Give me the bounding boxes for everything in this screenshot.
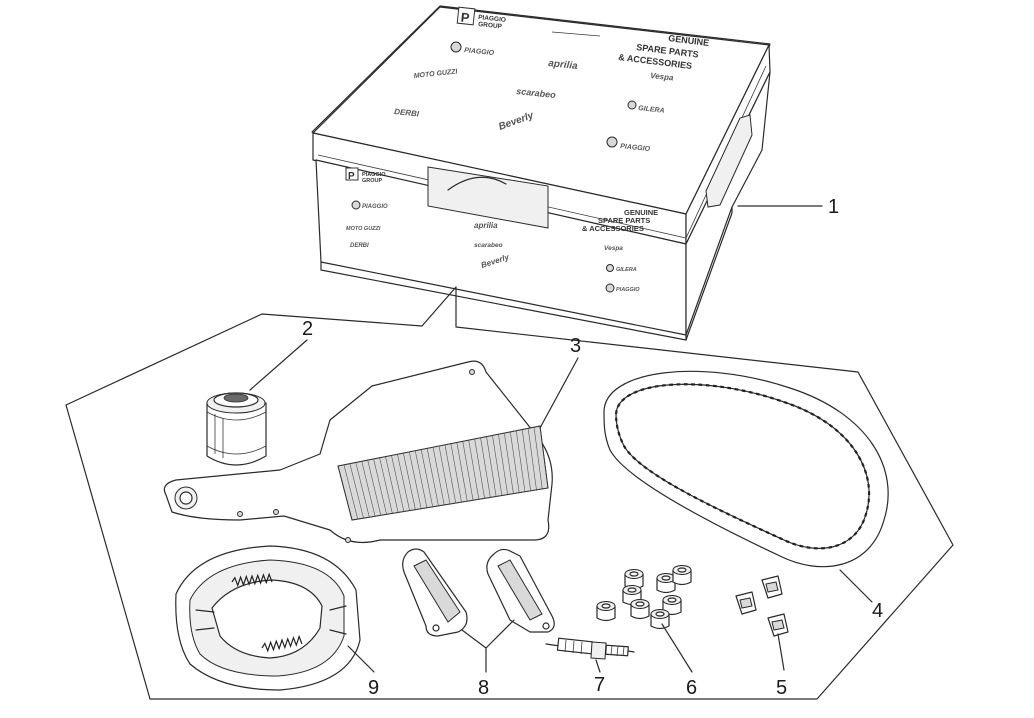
callout-1: 1 (828, 196, 839, 218)
side-title-line1: GENUINE (624, 208, 658, 217)
brake-shoe-icon (175, 545, 361, 691)
lid-brand-scarabeo: scarabeo (516, 86, 557, 100)
lid-brand-piaggio-2: PIAGGIO (620, 143, 651, 153)
kit-box-icon: P PIAGGIO GROUP GENUINE SPARE PARTS & AC… (311, 5, 771, 341)
lid-title-line1: GENUINE (668, 33, 710, 48)
front-brand-moto-guzzi: MOTO GUZZI (346, 226, 381, 232)
lid-brand-piaggio: PIAGGIO (464, 47, 495, 57)
lid-group-label-line2: GROUP (478, 21, 503, 31)
callout-7: 7 (594, 674, 605, 696)
lid-brand-vespa: Vespa (650, 71, 675, 82)
front-brand-scarabeo: scarabeo (474, 242, 503, 249)
slider-icon (735, 575, 789, 637)
kit-outline (65, 286, 954, 700)
callout-9: 9 (368, 677, 379, 699)
side-title-line2: SPARE PARTS (598, 216, 650, 225)
front-group-line1: PIAGGIO (362, 172, 386, 178)
callout-6: 6 (686, 677, 697, 699)
drive-belt-icon (603, 370, 889, 568)
callout-4: 4 (872, 600, 883, 622)
callout-2: 2 (302, 318, 313, 340)
front-brand-piaggio-2: PIAGGIO (616, 287, 640, 293)
lid-brand-aprilia: aprilia (548, 58, 579, 72)
callout-8: 8 (478, 677, 489, 699)
side-title-line3: & ACCESSORIES (582, 224, 644, 233)
brake-pad-icon (402, 548, 555, 637)
front-brand-piaggio: PIAGGIO (362, 204, 388, 210)
leader-line-5 (777, 633, 785, 671)
lid-group-label-line1: PIAGGIO (478, 14, 506, 24)
leader-line-9 (347, 645, 375, 673)
leader-line-3 (539, 357, 579, 429)
leader-line-7 (595, 659, 601, 673)
front-brand-derbi: DERBI (350, 243, 369, 249)
front-group-line2: GROUP (362, 178, 383, 184)
air-filter-icon (163, 360, 553, 543)
front-brand-gilera: GILERA (616, 267, 637, 273)
lid-p-logo: P (460, 10, 471, 26)
callout-5: 5 (776, 677, 787, 699)
leader-line-6 (661, 623, 693, 673)
lid-brand-gilera: GILERA (638, 105, 665, 115)
lid-brand-moto-guzzi: MOTO GUZZI (413, 68, 458, 80)
oil-filter-icon (206, 392, 267, 466)
callout-3: 3 (570, 335, 581, 357)
leader-line-4 (839, 569, 873, 603)
front-p-logo: P (348, 171, 355, 182)
spark-plug-icon (545, 637, 635, 660)
leader-line-8 (461, 619, 515, 649)
lid-brand-derbi: DERBI (394, 107, 420, 119)
front-brand-vespa: Vespa (604, 245, 623, 252)
roller-weight-icon (596, 565, 692, 630)
front-brand-aprilia: aprilia (474, 221, 498, 230)
leader-line-2 (249, 339, 308, 391)
